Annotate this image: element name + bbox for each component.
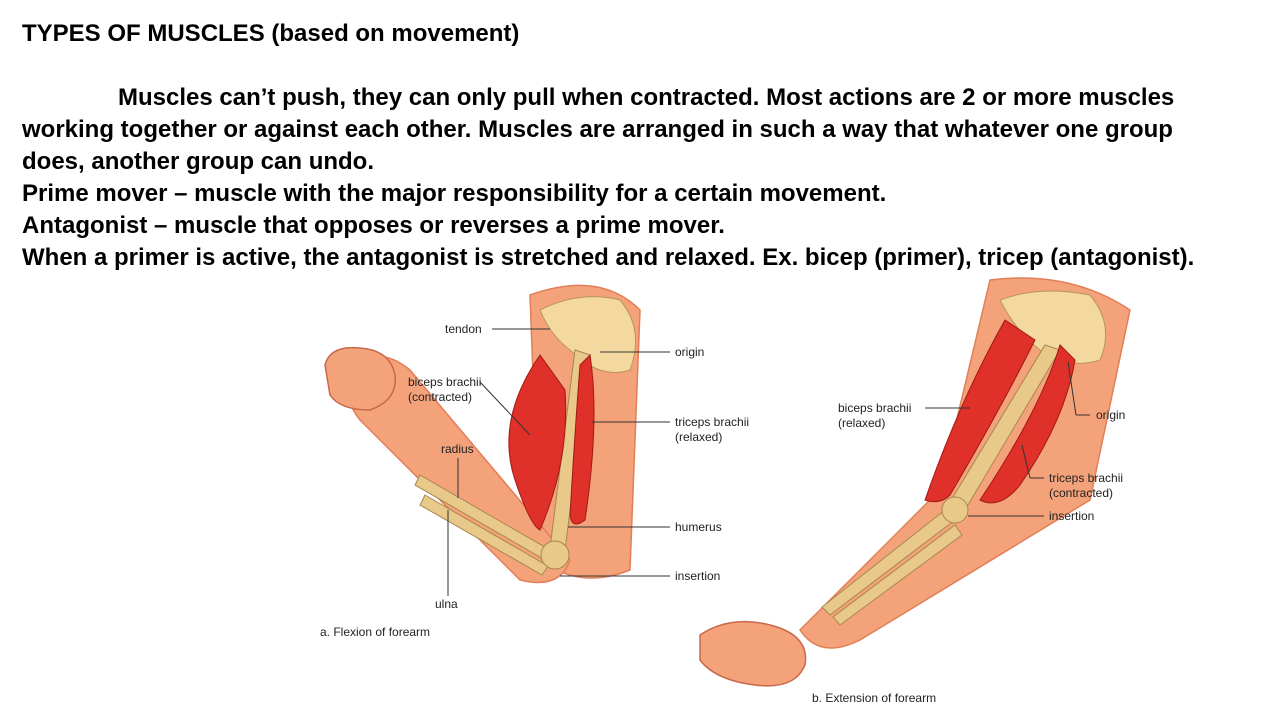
label-triceps-a-1: triceps brachii [675,415,749,429]
label-biceps-a-1: biceps brachii [408,375,481,389]
label-biceps-a-2: (contracted) [408,390,472,404]
label-ulna: ulna [435,597,458,611]
caption-flexion: a. Flexion of forearm [320,625,430,639]
label-radius: radius [441,442,474,456]
label-triceps-b-1: triceps brachii [1049,471,1123,485]
label-triceps-b-2: (contracted) [1049,486,1113,500]
intro-paragraph: Muscles can’t push, they can only pull w… [22,84,1175,175]
label-humerus: humerus [675,520,722,534]
title-main: TYPES OF MUSCLES [22,20,265,47]
label-biceps-b-2: (relaxed) [838,416,885,430]
label-insertion-b: insertion [1049,509,1094,523]
caption-extension: b. Extension of forearm [812,691,936,705]
example-paragraph: When a primer is active, the antagonist … [22,244,1195,271]
extension-arm-figure [699,277,1131,687]
slide-title: TYPES OF MUSCLES (based on movement) [22,18,1242,50]
title-parenthetical: (based on movement) [271,20,520,47]
antagonist-definition: Antagonist – muscle that opposes or reve… [22,212,725,239]
label-origin-a: origin [675,345,704,359]
prime-mover-definition: Prime mover – muscle with the major resp… [22,180,887,207]
arm-muscle-illustration: tendon biceps brachii (contracted) radiu… [320,277,1131,705]
label-biceps-b-1: biceps brachii [838,401,911,415]
flexion-arm-figure [324,284,641,584]
extension-labels: biceps brachii (relaxed) origin triceps … [812,361,1125,705]
flexion-labels: tendon biceps brachii (contracted) radiu… [320,322,749,639]
label-triceps-a-2: (relaxed) [675,430,722,444]
slide-text: TYPES OF MUSCLES (based on movement) Mus… [22,18,1242,274]
label-origin-b: origin [1096,408,1125,422]
label-insertion-a: insertion [675,569,720,583]
label-tendon: tendon [445,322,482,336]
